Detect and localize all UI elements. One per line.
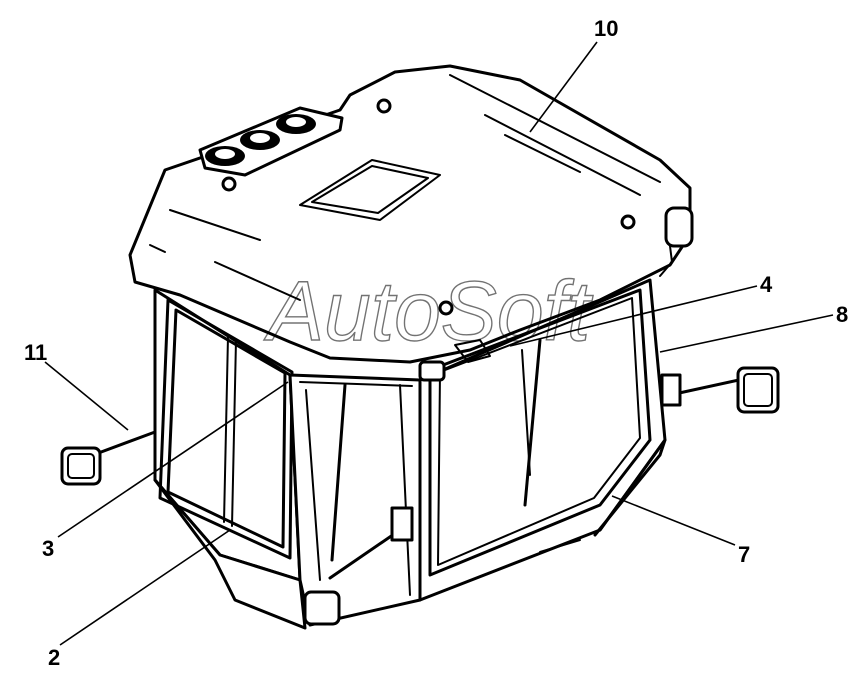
callout-7: 7 xyxy=(738,542,750,567)
mirror-right xyxy=(660,366,780,414)
roof-vent-unit xyxy=(198,106,344,177)
leader-lines xyxy=(44,41,834,646)
cab-body xyxy=(153,278,667,630)
watermark-text: AutoSoft xyxy=(263,264,594,358)
callout-3: 3 xyxy=(42,536,54,561)
callout-2: 2 xyxy=(48,645,60,670)
mirror-left xyxy=(60,430,157,486)
callout-10: 10 xyxy=(594,16,618,41)
callout-4: 4 xyxy=(760,272,773,297)
callout-11: 11 xyxy=(24,340,47,365)
callout-8: 8 xyxy=(836,302,848,327)
lamp-roof-front xyxy=(418,339,491,382)
mirror-front xyxy=(303,506,414,626)
beacon-lamp xyxy=(659,206,694,277)
